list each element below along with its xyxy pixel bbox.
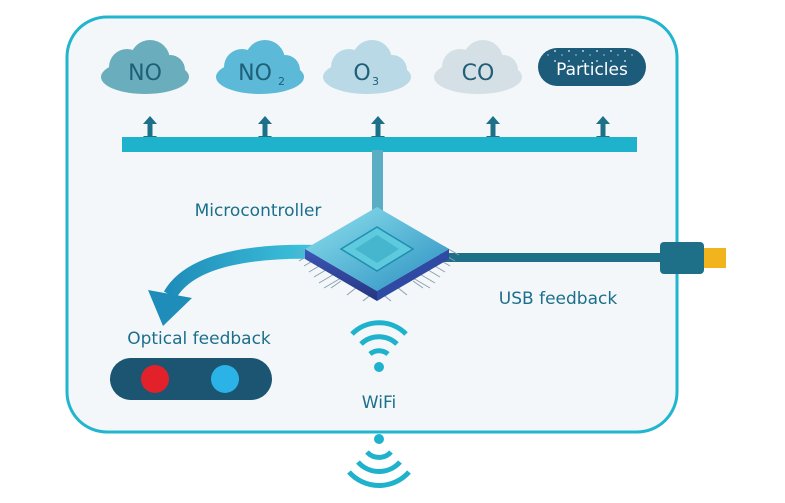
- usb-cable: [440, 253, 665, 262]
- bus-to-chip-line: [372, 150, 383, 230]
- cloud-icon: [216, 40, 304, 94]
- sensor-no-label: NO: [128, 61, 162, 86]
- optical-feedback-leds: [110, 358, 272, 400]
- wifi-label: WiFi: [362, 393, 396, 413]
- sensor-co: CO: [434, 40, 522, 94]
- sensor-row: NO NO 2 O 3: [101, 40, 646, 94]
- sensor-no2: NO 2: [216, 40, 304, 94]
- sensor-o3: O 3: [323, 40, 411, 94]
- led-housing: [110, 358, 272, 400]
- optical-feedback-label: Optical feedback: [127, 329, 271, 349]
- wifi-signal-icon: [347, 434, 411, 488]
- usb-feedback-label: USB feedback: [499, 289, 618, 309]
- led-red: [141, 365, 169, 393]
- wifi-icon: [350, 320, 408, 372]
- sensor-no2-label: NO: [238, 61, 272, 86]
- cloud-icon: [434, 40, 522, 94]
- sensor-particles: Particles: [538, 48, 646, 86]
- usb-plug-icon: [660, 242, 726, 274]
- sensor-no2-subscript: 2: [278, 75, 285, 88]
- sensor-o3-subscript: 3: [372, 75, 379, 88]
- microcontroller-chip-icon: [294, 207, 460, 302]
- sensor-no: NO: [101, 40, 189, 94]
- sensor-particles-label: Particles: [556, 60, 628, 80]
- optical-feedback-arrow: [148, 244, 321, 326]
- led-blue: [211, 365, 239, 393]
- sensor-co-label: CO: [462, 61, 495, 86]
- microcontroller-label: Microcontroller: [195, 201, 322, 221]
- sensor-bus: [122, 137, 637, 152]
- cloud-icon: [101, 40, 189, 94]
- sensor-o3-label: O: [353, 61, 370, 86]
- cloud-icon: [323, 40, 411, 94]
